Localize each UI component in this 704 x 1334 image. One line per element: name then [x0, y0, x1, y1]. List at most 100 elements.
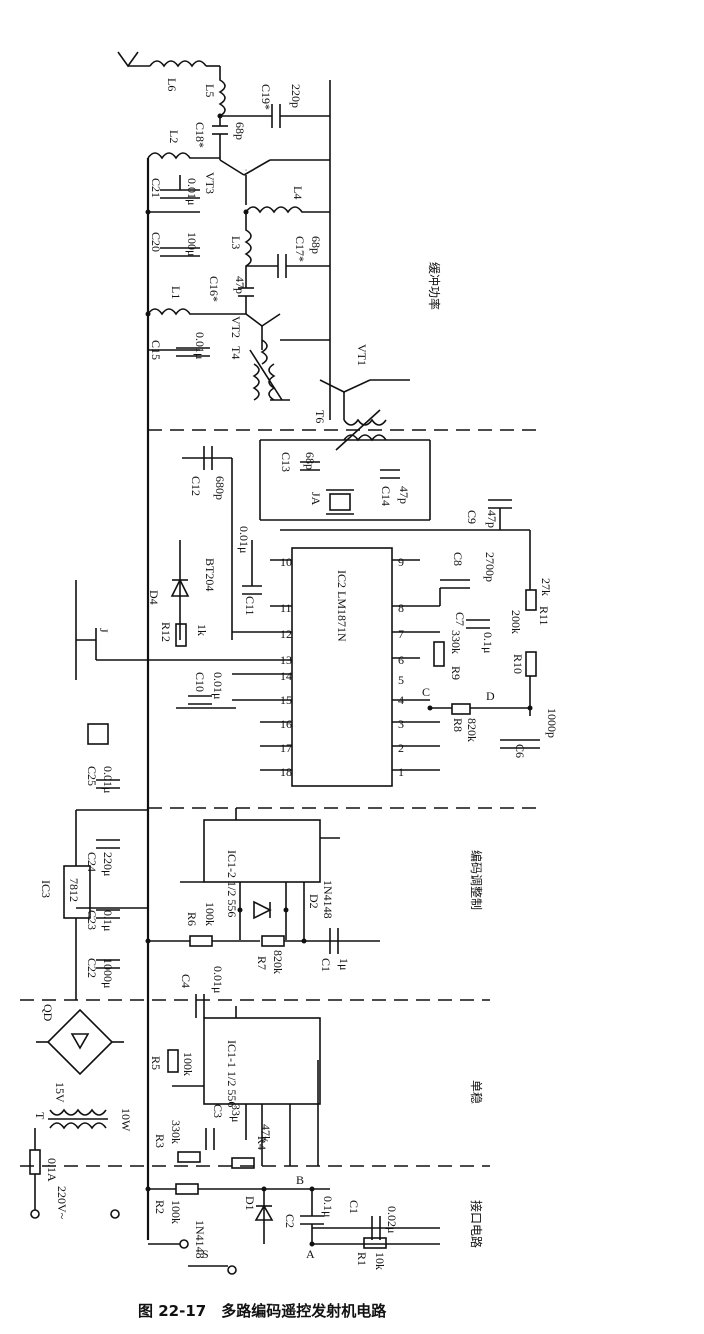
value-c7: 0.1μ — [481, 632, 495, 653]
label-l2: L2 — [167, 130, 181, 143]
capacitor-c7 — [466, 619, 490, 629]
label-d4: D4 — [147, 590, 161, 605]
resistor-r9 — [433, 641, 445, 667]
value-d2: 1N4148 — [321, 880, 335, 919]
value-c23: 0.1μ — [101, 910, 115, 931]
value-c21: 0.01μ — [185, 178, 199, 205]
value-c24: 220μ — [101, 852, 115, 876]
label-d1: D1 — [243, 1196, 257, 1211]
value-d4: BT204 — [203, 558, 217, 591]
value-c22: 1000μ — [101, 958, 115, 988]
regulator-label: 7812 — [67, 878, 81, 902]
label-ja: JA — [309, 492, 323, 506]
label-r9: R9 — [449, 666, 463, 680]
label-c1-interface: C1 — [347, 1200, 361, 1214]
capacitor-c14 — [260, 440, 431, 521]
value-r2: 100k — [169, 1200, 183, 1224]
label-t: T — [33, 1112, 47, 1120]
label-c1-timing: C1 — [319, 958, 333, 972]
capacitor-c22 — [96, 959, 120, 969]
capacitor-c15 — [148, 347, 210, 357]
coil-l2 — [147, 152, 220, 160]
value-r1: 10k — [373, 1252, 387, 1270]
capacitor-c19 — [220, 104, 330, 128]
value-c18: 68p — [233, 122, 247, 140]
label-c23: C23 — [85, 910, 99, 930]
svg-text:17: 17 — [280, 741, 292, 755]
svg-text:10: 10 — [280, 555, 292, 569]
svg-text:18: 18 — [280, 765, 292, 779]
value-c2: 0.1μ — [321, 1196, 335, 1217]
svg-text:15: 15 — [280, 693, 292, 707]
coil-l4 — [245, 206, 330, 214]
ic1-1-556 — [203, 1017, 321, 1105]
label-c8: C8 — [451, 552, 465, 566]
capacitor-c17 — [246, 254, 330, 278]
label-c25: C25 — [85, 766, 99, 786]
switch-s — [148, 1239, 237, 1275]
value-c12: 680p — [213, 476, 227, 500]
label-r3: R3 — [153, 1134, 167, 1148]
label-c20: C20 — [149, 232, 163, 252]
resistor-r12 — [175, 623, 187, 647]
coil-l3 — [244, 212, 252, 280]
capacitor-c23 — [96, 909, 120, 919]
label-r7: R7 — [255, 956, 269, 970]
ic2-lm1871n — [291, 547, 393, 787]
value-r10: 200k — [509, 610, 523, 634]
bridge-rectifier-qd — [36, 1008, 124, 1076]
capacitor-c1-timing — [329, 928, 339, 954]
value-r6: 100k — [203, 902, 217, 926]
label-l3: L3 — [229, 236, 243, 249]
svg-text:16: 16 — [280, 717, 292, 731]
ic2-label: IC2 LM1871N — [335, 570, 349, 642]
value-c6: 1000p — [545, 708, 559, 738]
label-r5: R5 — [149, 1056, 163, 1070]
value-c9: 47p — [485, 510, 499, 528]
capacitor-c21 — [160, 175, 200, 199]
label-c24: C24 — [85, 852, 99, 872]
label-t6: T6 — [313, 410, 327, 423]
transistor-vt3 — [219, 159, 330, 205]
label-c11: C11 — [243, 596, 257, 616]
section-label-encode: 编码调整制 — [469, 850, 484, 910]
capacitor-c18 — [212, 116, 228, 160]
resistor-r6 — [148, 935, 260, 947]
svg-text:5: 5 — [398, 673, 404, 687]
value-r3: 330k — [169, 1120, 183, 1144]
svg-text:12: 12 — [280, 627, 292, 641]
resistor-r10 — [525, 651, 537, 677]
section-label-monostable: 单稳 — [469, 1080, 484, 1104]
value-r11: 27k — [539, 578, 553, 596]
label-c9: C9 — [465, 510, 479, 524]
capacitor-c4 — [195, 994, 205, 1018]
label-c14: C14 — [379, 486, 393, 506]
label-c21: C21 — [149, 178, 163, 198]
label-r1: R1 — [355, 1252, 369, 1266]
section-label-buffer-power: 缓冲功率 — [427, 262, 442, 310]
label-c13: C13 — [279, 452, 293, 472]
capacitor-c3 — [205, 1128, 215, 1150]
value-c20: 100μ — [185, 232, 199, 256]
label-c4: C4 — [179, 974, 193, 988]
label-l4: L4 — [291, 186, 305, 199]
label-l1: L1 — [169, 286, 183, 299]
value-c8: 2700p — [483, 552, 497, 582]
svg-text:7: 7 — [398, 627, 404, 641]
figure-caption: 图 22-17 多路编码遥控发射机电路 — [138, 1302, 387, 1320]
svg-text:8: 8 — [398, 601, 404, 615]
label-c19: C19* — [259, 84, 273, 110]
label-r10: R10 — [511, 654, 525, 674]
label-r2: R2 — [153, 1200, 167, 1214]
value-c11: 0.01μ — [237, 526, 251, 553]
label-c18: C18* — [193, 122, 207, 148]
value-c3: 33μ — [229, 1104, 243, 1122]
value-c14: 47p — [397, 486, 411, 504]
value-c1-timing: 1μ — [337, 958, 351, 970]
crystal-ja — [326, 489, 354, 515]
label-c3: C3 — [211, 1104, 225, 1118]
ic2-pins — [232, 559, 440, 771]
value-c17: 68p — [309, 236, 323, 254]
svg-text:3: 3 — [398, 717, 404, 731]
